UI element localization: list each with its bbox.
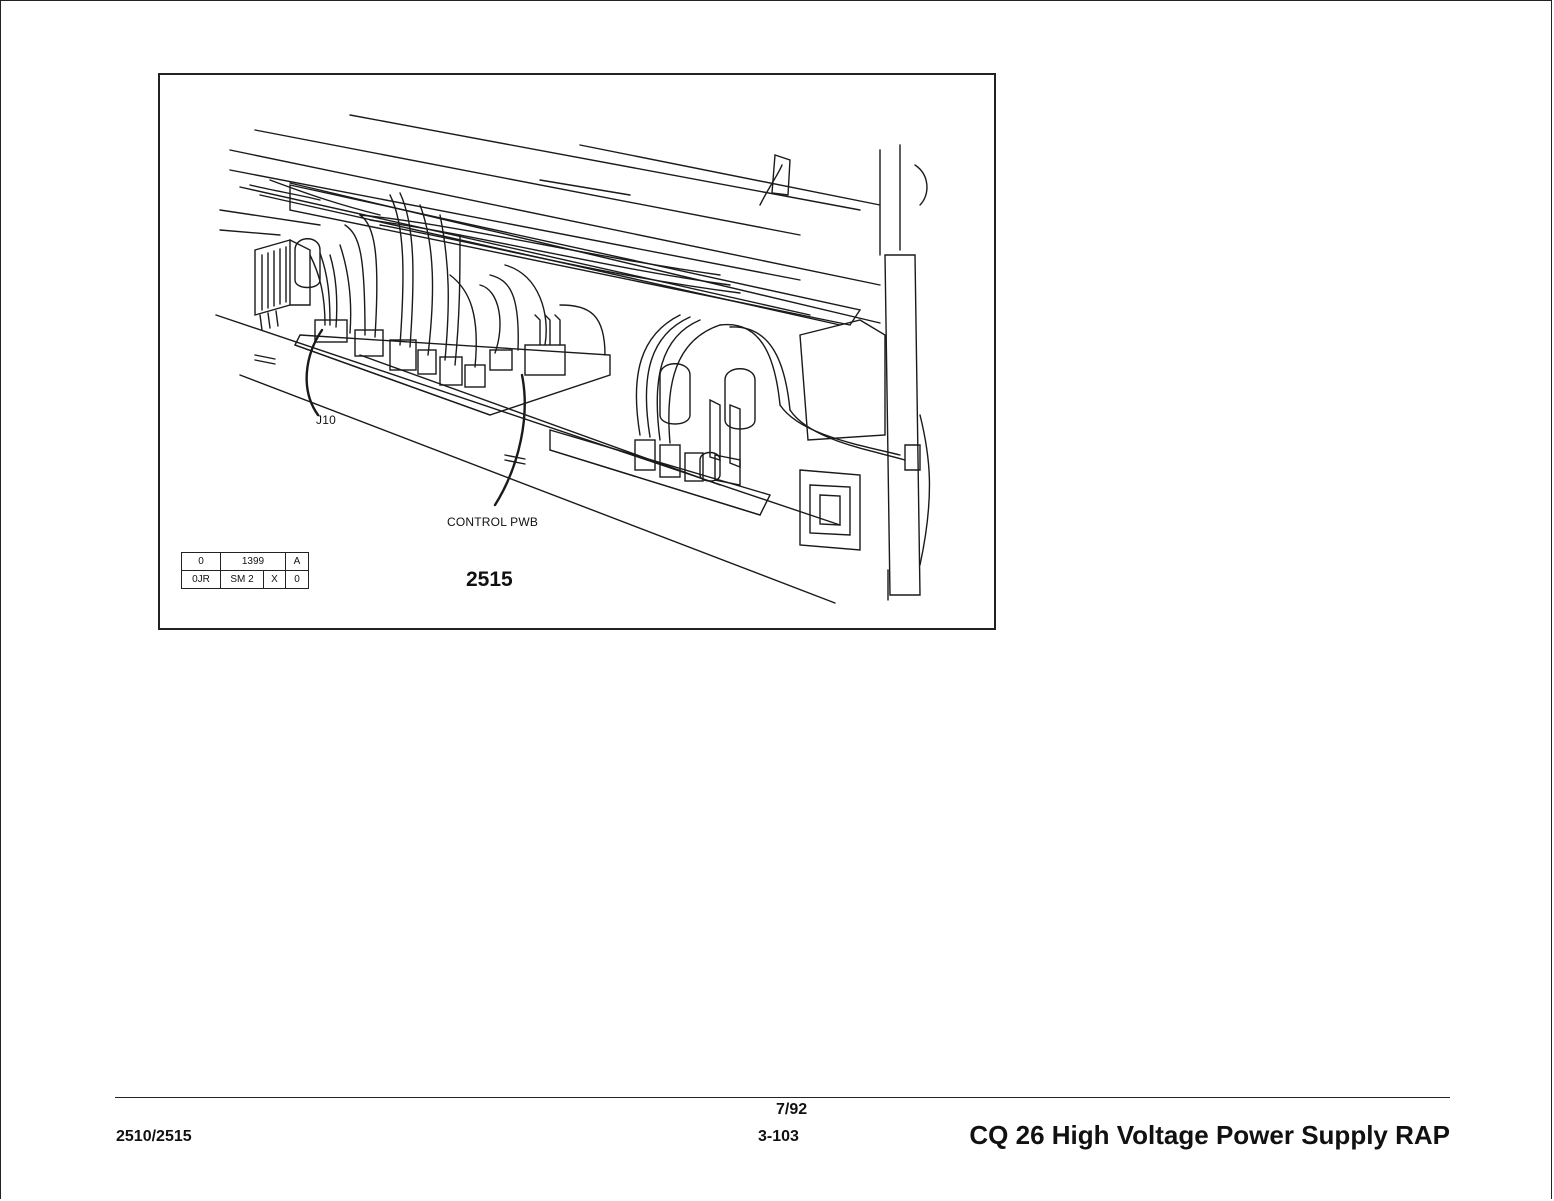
- ref-cell: 1399: [221, 553, 286, 571]
- ref-cell: A: [286, 553, 309, 571]
- ref-cell: 0: [182, 553, 221, 571]
- footer-date: 7/92: [776, 1101, 807, 1119]
- figure-control-pwb: J10 CONTROL PWB: [158, 73, 996, 630]
- machine-illustration: [160, 75, 994, 628]
- model-label: 2515: [466, 568, 513, 592]
- figure-reference-table: 0 1399 A 0JR SM 2 X 0: [181, 552, 309, 589]
- callout-control-pwb: CONTROL PWB: [447, 515, 538, 529]
- footer-rule: [115, 1097, 1450, 1098]
- ref-cell: X: [263, 571, 285, 589]
- footer-model: 2510/2515: [116, 1128, 192, 1146]
- callout-j10: J10: [316, 413, 336, 427]
- ref-cell: 0JR: [182, 571, 221, 589]
- ref-cell: SM 2: [221, 571, 264, 589]
- footer-section-title: CQ 26 High Voltage Power Supply RAP: [969, 1120, 1450, 1151]
- footer-page-number: 3-103: [758, 1128, 799, 1146]
- ref-cell: 0: [286, 571, 309, 589]
